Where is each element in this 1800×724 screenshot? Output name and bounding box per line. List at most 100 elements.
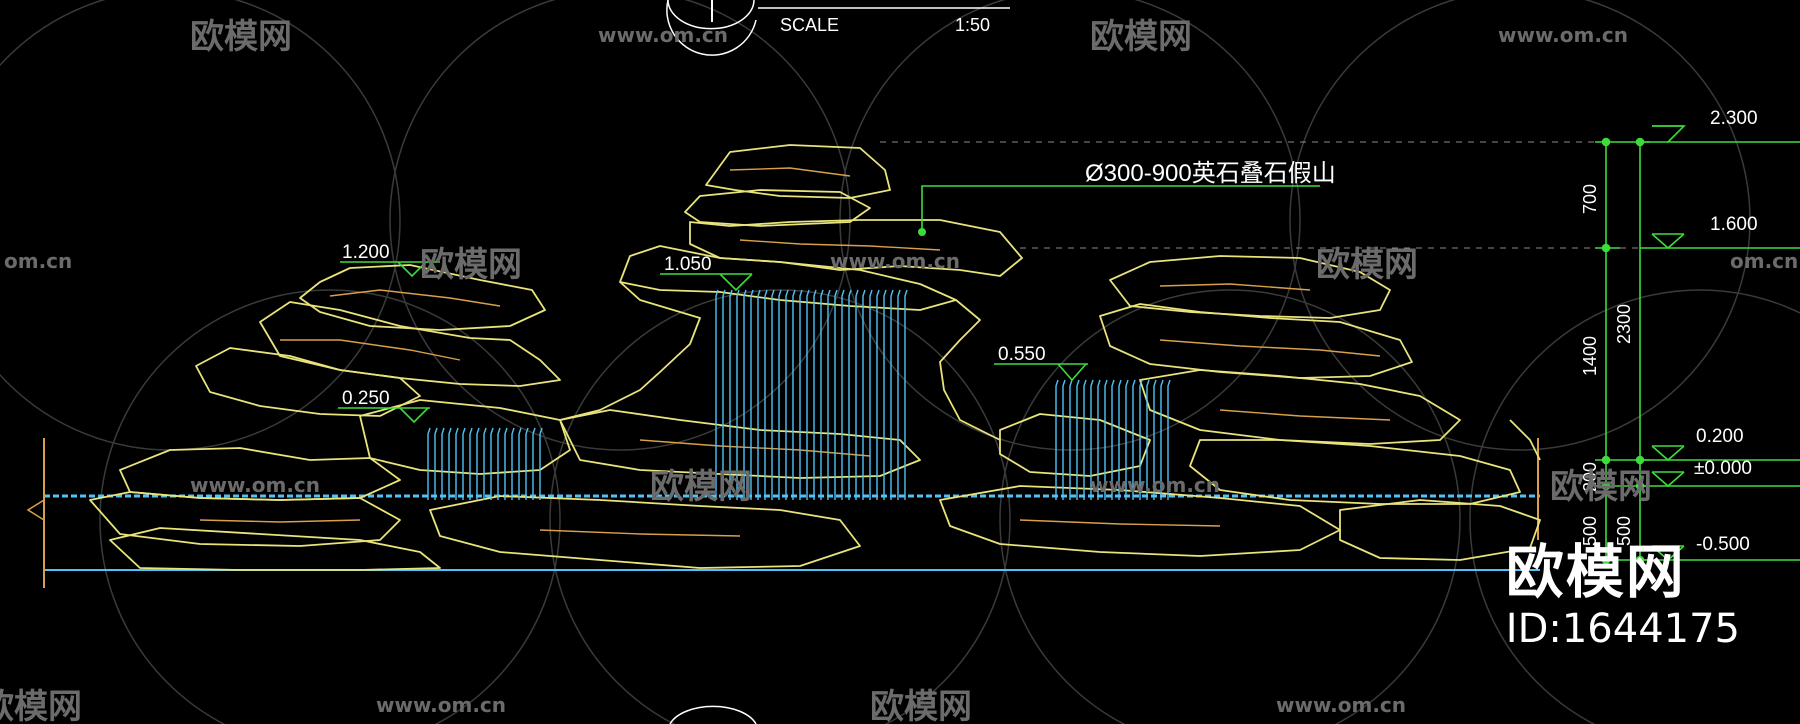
waterfall-stream [1160, 379, 1164, 500]
level-label-n0500: -0.500 [1696, 534, 1750, 555]
level-label-0250: 0.250 [342, 388, 390, 409]
waterfall-stream [743, 289, 747, 500]
brand-id: ID:1644175 [1505, 606, 1740, 652]
waterfall-stream [441, 427, 445, 500]
waterfall-stream [820, 289, 824, 500]
waterfall-stream [757, 289, 761, 500]
waterfall-stream [883, 289, 887, 500]
watermark-site: www.om.cn [1498, 23, 1628, 47]
watermark-brand: 欧模网 [1550, 467, 1652, 507]
rock-callout: Ø300-900英石叠石假山 [918, 160, 1336, 236]
level-label-0550: 0.550 [998, 344, 1046, 365]
watermark-site: www.om.cn [1276, 693, 1406, 717]
waterfall-stream [1055, 379, 1059, 500]
waterfall-stream [1146, 379, 1150, 500]
waterfall-stream [715, 289, 719, 500]
watermark-site: www.om.cn [598, 23, 728, 47]
waterfall-stream [497, 427, 501, 500]
level-guides [880, 141, 1640, 249]
dimension-chains [1595, 137, 1650, 565]
watermark-brand: 欧模网 [1090, 17, 1192, 57]
level-label-1600: 1.600 [1710, 214, 1758, 235]
watermark-brand: 欧模网 [420, 245, 522, 285]
waterfall-stream [1167, 379, 1171, 500]
waterfall-stream [834, 289, 838, 500]
waterfall-stream [1118, 379, 1122, 500]
waterfall-stream [1076, 379, 1080, 500]
dimension-labels: 700 1400 200 500 2300 500 [1580, 184, 1634, 546]
waterfall-stream [1083, 379, 1087, 500]
waterfall-stream [869, 289, 873, 500]
waterfall-stream [785, 289, 789, 500]
waterfalls [427, 289, 1171, 500]
watermark-brand: 欧模网 [870, 687, 972, 724]
waterfall-stream [750, 289, 754, 500]
waterfall-stream [1111, 379, 1115, 500]
waterfall-stream [1104, 379, 1108, 500]
waterfall-stream [483, 427, 487, 500]
brand-name: 欧模网 [1505, 538, 1686, 606]
waterfall-stream [448, 427, 452, 500]
waterfall-stream [848, 289, 852, 500]
waterfall-stream [1125, 379, 1129, 500]
level-label-1050: 1.050 [664, 254, 712, 275]
level-label-2300: 2.300 [1710, 108, 1758, 129]
waterfall-stream [1153, 379, 1157, 500]
watermark-site-fragment: om.cn [4, 249, 72, 273]
waterfall-stream [855, 289, 859, 500]
watermark-brand: 欧模网 [1316, 245, 1418, 285]
waterfall-stream [890, 289, 894, 500]
rockery [89, 144, 1541, 571]
waterfall-stream [476, 427, 480, 500]
waterfall-stream [792, 289, 796, 500]
waterfall-stream [532, 427, 536, 500]
waterfall-stream [813, 289, 817, 500]
waterfall-stream [841, 289, 845, 500]
waterfall-stream [806, 289, 810, 500]
waterfall-stream [904, 289, 908, 500]
waterfall-stream [1090, 379, 1094, 500]
watermark-text: 欧模网 欧模网 欧模网 欧模网 欧模网 欧模网 欧模网 欧模网 www.om.c… [0, 17, 1798, 724]
waterfall-stream [827, 289, 831, 500]
waterfall-stream [764, 289, 768, 500]
brand-badge: 欧模网 ID:1644175 [1506, 540, 1740, 654]
dim-2300: 2300 [1614, 304, 1634, 344]
level-label-0200: 0.200 [1696, 426, 1744, 447]
watermark-site: www.om.cn [830, 249, 960, 273]
waterfall-stream [518, 427, 522, 500]
waterfall-stream [1069, 379, 1073, 500]
level-label-1200: 1.200 [342, 242, 390, 263]
waterfall-stream [469, 427, 473, 500]
waterfall-stream [862, 289, 866, 500]
watermark-site: www.om.cn [376, 693, 506, 717]
scale-value: 1:50 [955, 15, 990, 35]
title-block: SCALE 1:50 [666, 0, 1010, 724]
watermark-site: www.om.cn [1090, 473, 1220, 497]
waterfall-stream [736, 289, 740, 500]
waterfall-stream [539, 427, 543, 500]
dim-700: 700 [1580, 184, 1600, 214]
waterfall-stream [771, 289, 775, 500]
waterfall-stream [1132, 379, 1136, 500]
waterfall-stream [462, 427, 466, 500]
watermark-site-fragment: om.cn [1730, 249, 1798, 273]
waterfall-stream [427, 427, 431, 500]
waterfall-stream [511, 427, 515, 500]
waterfall-stream [729, 289, 733, 500]
waterfall-stream [1062, 379, 1066, 500]
waterfall-stream [1097, 379, 1101, 500]
dim-1400: 1400 [1580, 336, 1600, 376]
waterfall-stream [525, 427, 529, 500]
waterfall-stream [799, 289, 803, 500]
waterfall-stream [876, 289, 880, 500]
waterfall-stream [455, 427, 459, 500]
waterfall-stream [1139, 379, 1143, 500]
dim-500-right: 500 [1614, 516, 1634, 546]
rockery-inner [199, 167, 1391, 537]
dim-200: 200 [1580, 462, 1600, 492]
waterfall-stream [490, 427, 494, 500]
rock-callout-label: Ø300-900英石叠石假山 [1085, 160, 1336, 187]
waterfall-stream [722, 289, 726, 500]
watermark-brand: 欧模网 [650, 467, 752, 507]
waterfall-stream [504, 427, 508, 500]
